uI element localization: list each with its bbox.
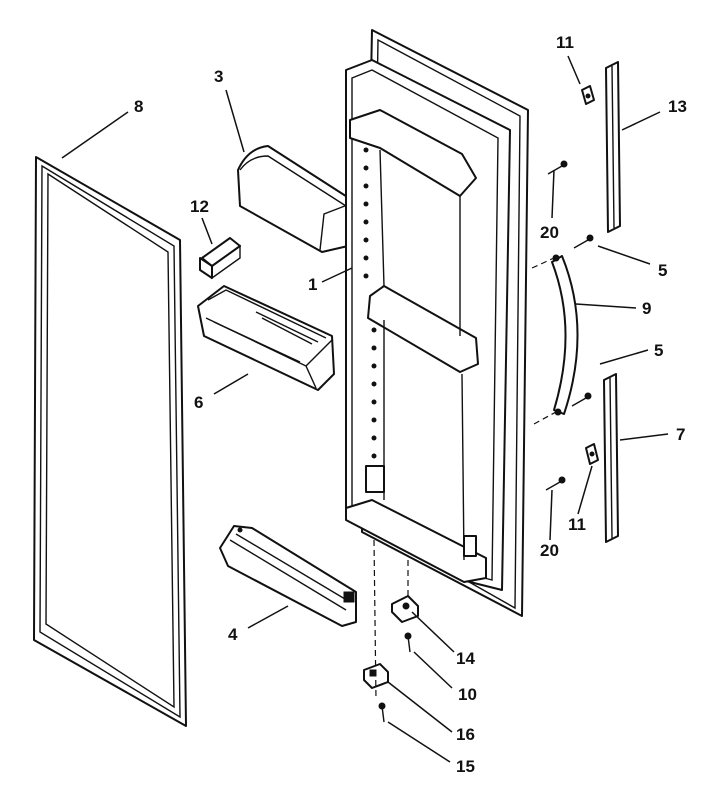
callout-20-lower: 20 (540, 541, 559, 560)
clip-part (199, 237, 241, 280)
callout-5-upper: 5 (658, 261, 667, 280)
callout-4: 4 (228, 625, 238, 644)
hinge-bushing (391, 595, 419, 623)
screw-upper-20 (547, 160, 568, 175)
door-handle (551, 254, 579, 416)
callout-6: 6 (194, 393, 203, 412)
callout-5-lower: 5 (654, 341, 663, 360)
door-liner (345, 29, 529, 617)
hinge-screw-lower (378, 702, 386, 723)
callout-3: 3 (214, 67, 223, 86)
callout-7: 7 (676, 425, 685, 444)
screw-upper-5 (573, 234, 594, 249)
callout-14: 14 (456, 649, 475, 668)
shelf-cover (237, 145, 354, 253)
hinge-screw-upper (404, 632, 412, 653)
screw-lower-20 (545, 476, 566, 491)
callout-11-upper: 11 (556, 33, 574, 52)
clip-upper (581, 85, 595, 105)
callouts: 8 3 12 1 6 4 11 13 20 5 9 5 7 11 20 14 1… (134, 33, 687, 776)
callout-8: 8 (134, 97, 143, 116)
trim-strip-upper (605, 61, 621, 233)
callout-11-lower: 11 (568, 515, 586, 534)
callout-9: 9 (642, 299, 651, 318)
callout-20-upper: 20 (540, 223, 559, 242)
assembly-line-hinge (373, 539, 377, 701)
callout-1: 1 (308, 275, 317, 294)
door-shelf-bar (219, 525, 357, 627)
door-bin (197, 285, 335, 391)
clip-lower (585, 443, 599, 465)
callout-16: 16 (456, 725, 475, 744)
callout-15: 15 (456, 757, 475, 776)
trim-strip-lower (603, 373, 619, 543)
door-gasket (33, 156, 187, 727)
callout-12: 12 (190, 197, 209, 216)
callout-13: 13 (668, 97, 687, 116)
screw-lower-5 (571, 392, 592, 407)
liner-holes (363, 147, 377, 459)
callout-10: 10 (458, 685, 477, 704)
leader-lines (61, 55, 669, 763)
